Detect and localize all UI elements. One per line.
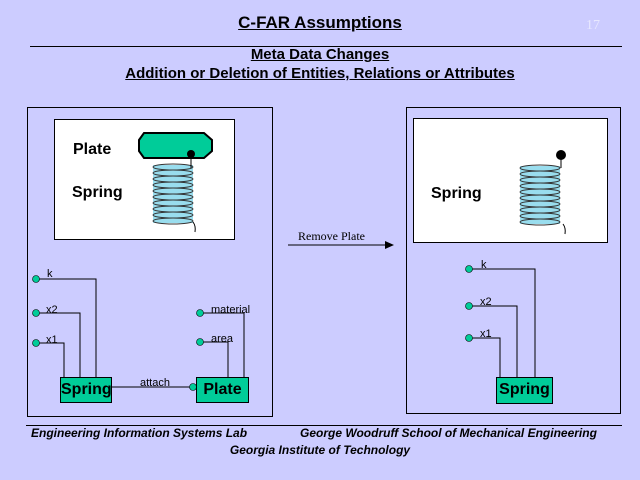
- right-panel: [406, 107, 621, 414]
- footer-divider: [26, 425, 622, 426]
- attr-x2: x2: [46, 304, 58, 316]
- entity-spring[interactable]: Spring: [60, 377, 112, 403]
- arrow-head: [385, 241, 394, 249]
- spring-coil: [519, 164, 561, 226]
- page-number: 17: [586, 18, 600, 33]
- relation-attach: attach: [140, 377, 170, 389]
- picture-label-plate: Plate: [73, 141, 112, 158]
- picture-label-spring: Spring: [72, 184, 123, 201]
- arrow-label: Remove Plate: [298, 229, 365, 243]
- attach-point: [187, 150, 195, 158]
- footer-institute: Georgia Institute of Technology: [229, 443, 411, 457]
- slide-title: C-FAR Assumptions: [238, 13, 402, 32]
- footer-school: George Woodruff School of Mechanical Eng…: [300, 426, 597, 440]
- left-panel: [27, 107, 273, 417]
- attr-x1: x1: [480, 328, 492, 340]
- entity-plate[interactable]: Plate: [196, 377, 249, 403]
- attr-area: area: [211, 333, 234, 345]
- attr-x1: x1: [46, 334, 58, 346]
- plate-shape: [138, 132, 213, 159]
- picture-label-spring: Spring: [431, 185, 482, 202]
- subtitle-1: Meta Data Changes: [250, 46, 390, 63]
- subtitle-2: Addition or Deletion of Entities, Relati…: [125, 65, 515, 82]
- footer-lab: Engineering Information Systems Lab: [31, 426, 248, 440]
- attr-material: material: [211, 304, 251, 316]
- right-picture: [413, 118, 608, 243]
- header-divider: [30, 46, 622, 47]
- entity-spring[interactable]: Spring: [496, 377, 553, 404]
- attr-x2: x2: [480, 296, 492, 308]
- attr-k: k: [47, 268, 53, 280]
- attr-k: k: [481, 259, 487, 271]
- spring-coil: [152, 163, 194, 225]
